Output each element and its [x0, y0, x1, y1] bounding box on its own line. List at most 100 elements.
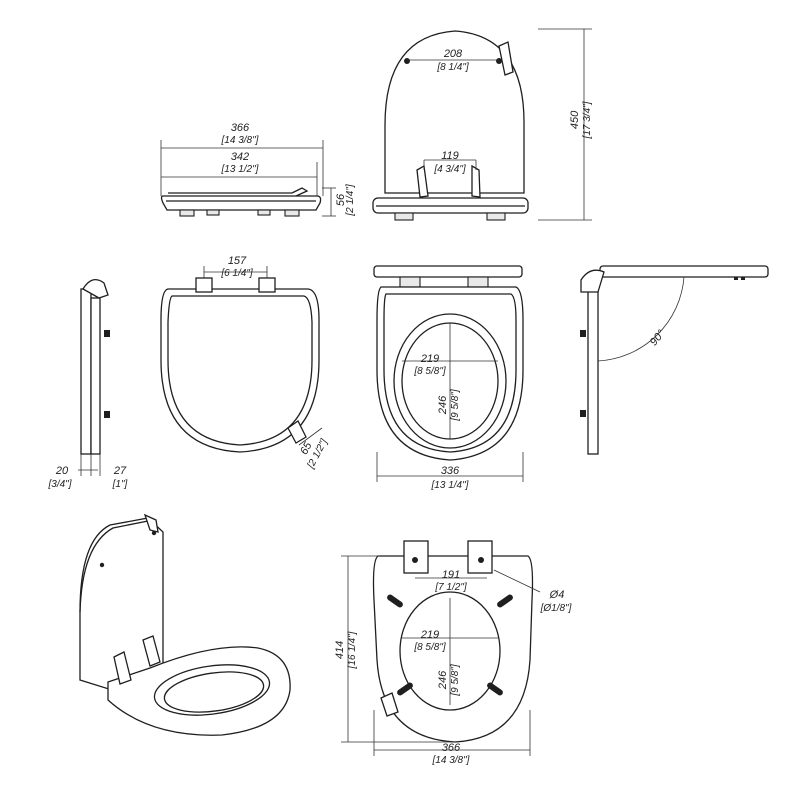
lid-profile	[80, 288, 92, 455]
lid-profile-top	[373, 265, 523, 278]
seat-outline	[160, 195, 322, 211]
angle-arc	[597, 276, 685, 362]
view-lid-top: 157 [6 1/4"] 65 [2 1/2"]	[160, 255, 330, 471]
bumper	[580, 410, 586, 417]
lid-profile-open	[599, 265, 769, 278]
dim-27-mm: 27	[113, 465, 127, 477]
bumper	[104, 330, 110, 337]
seat-inner-edge	[383, 293, 517, 453]
hinge-sketch	[291, 187, 309, 197]
dim-20-mm: 20	[55, 465, 69, 477]
lid-back-outline	[384, 30, 525, 194]
hinge-profile	[580, 269, 605, 293]
dim-157-mm: 157	[228, 255, 247, 267]
dim-208-in: [8 1/4"]	[436, 62, 469, 73]
hinge-left	[399, 276, 421, 288]
bumper-left	[179, 209, 195, 217]
view-rear-open: 208 [8 1/4"] 119 [4 3/4"] 450 [17 3/4"]	[372, 28, 593, 221]
dim-342-mm: 342	[231, 151, 249, 163]
seat-opening-inner	[163, 671, 265, 713]
view-top-closed: 366 [14 3/8"] 342 [13 1/2"] 56 [2 1/4"]	[160, 122, 356, 217]
dim-208-mm: 208	[443, 48, 463, 60]
dim-366-in: [14 3/8"]	[221, 135, 259, 146]
fixing-hole	[99, 562, 105, 568]
dim-414-in: [16 1/4"]	[347, 631, 358, 669]
dim-219-in: [8 5/8"]	[413, 366, 446, 377]
bumper-right	[486, 212, 506, 221]
hinge-top	[143, 513, 159, 533]
hinge-screw	[478, 557, 484, 563]
dim-27-in: [1"]	[112, 479, 128, 490]
fixing-hole-left	[404, 58, 410, 64]
bumper	[734, 277, 738, 280]
dim-bottom-219-in: [8 5/8"]	[413, 642, 446, 653]
bumper-slot	[487, 682, 503, 696]
hinge-left	[195, 277, 213, 293]
hinge-right	[471, 164, 481, 198]
dim-450-mm: 450	[569, 110, 581, 129]
hinge-block-left	[403, 540, 429, 574]
seat-profile	[90, 297, 101, 455]
dim-bottom-366-in: [14 3/8"]	[432, 755, 470, 766]
bumper	[104, 411, 110, 418]
view-seat-top: 219 [8 5/8"] 246 [9 5/8"] 336 [13 1/4"]	[373, 265, 524, 491]
hinge-right	[258, 277, 276, 293]
dim-bottom-219-mm: 219	[420, 629, 439, 641]
dim-246-in: [9 5/8"]	[450, 389, 461, 422]
dim-191-mm: 191	[442, 569, 460, 581]
lid-edge	[79, 520, 149, 613]
lid-inner	[167, 295, 313, 446]
dim-bottom-246-mm: 246	[437, 670, 449, 690]
bumper	[741, 277, 745, 280]
view-perspective	[79, 513, 291, 736]
dim-219-mm: 219	[420, 353, 439, 365]
bumper	[580, 330, 586, 337]
hinge-right	[467, 276, 489, 288]
bumper-slot	[397, 682, 413, 696]
hinge-block-right	[467, 540, 493, 574]
view-side-closed: 20 [3/4"] 27 [1"]	[47, 278, 128, 490]
dim-119-in: [4 3/4"]	[433, 164, 466, 175]
dim-336-mm: 336	[441, 465, 460, 477]
dim-119-mm: 119	[441, 150, 459, 162]
lid-outline	[160, 288, 320, 453]
bumper-tab	[380, 692, 399, 717]
dim-angle: 90°	[648, 327, 668, 348]
bumper-mid-left	[206, 209, 220, 216]
dim-56-in: [2 1/4"]	[345, 184, 356, 217]
dim-56-mm: 56	[335, 193, 347, 206]
dim-hole-mm: Ø4	[549, 589, 565, 601]
seat-opening	[153, 664, 271, 716]
dim-450-in: [17 3/4"]	[582, 101, 593, 139]
view-side-open: 90°	[580, 265, 769, 455]
dim-bottom-366-mm: 366	[442, 742, 461, 754]
bumper-right	[284, 209, 300, 217]
dim-157-in: [6 1/4"]	[220, 268, 253, 279]
bumper-mid-right	[257, 209, 271, 216]
hinge-profile	[82, 278, 109, 299]
bumper-left	[394, 212, 414, 221]
dim-191-in: [7 1/2"]	[434, 582, 467, 593]
dim-342-in: [13 1/2"]	[221, 164, 259, 175]
leader-hole	[493, 569, 541, 593]
seat-profile	[587, 287, 599, 455]
dim-20-in: [3/4"]	[47, 479, 71, 490]
bumper-slot	[497, 594, 513, 608]
dim-336-in: [13 1/4"]	[431, 480, 469, 491]
dim-366-mm: 366	[231, 122, 250, 134]
dim-hole-in: [Ø1/8"]	[540, 603, 572, 614]
hinge-left	[416, 164, 429, 198]
lid-bumper-tab	[287, 420, 307, 444]
hinge-bracket	[498, 41, 514, 76]
view-bottom: 191 [7 1/2"] Ø4 [Ø1/8"] 219 [8 5/8"] 246…	[334, 540, 572, 766]
dim-246-mm: 246	[437, 395, 449, 415]
hinge-right	[142, 635, 161, 667]
fixing-hole-right	[496, 58, 502, 64]
dim-bottom-246-in: [9 5/8"]	[450, 664, 461, 697]
dim-line-65	[298, 427, 323, 446]
hinge-screw	[412, 557, 418, 563]
dim-414-mm: 414	[334, 641, 346, 659]
bumper-slot	[387, 594, 403, 608]
